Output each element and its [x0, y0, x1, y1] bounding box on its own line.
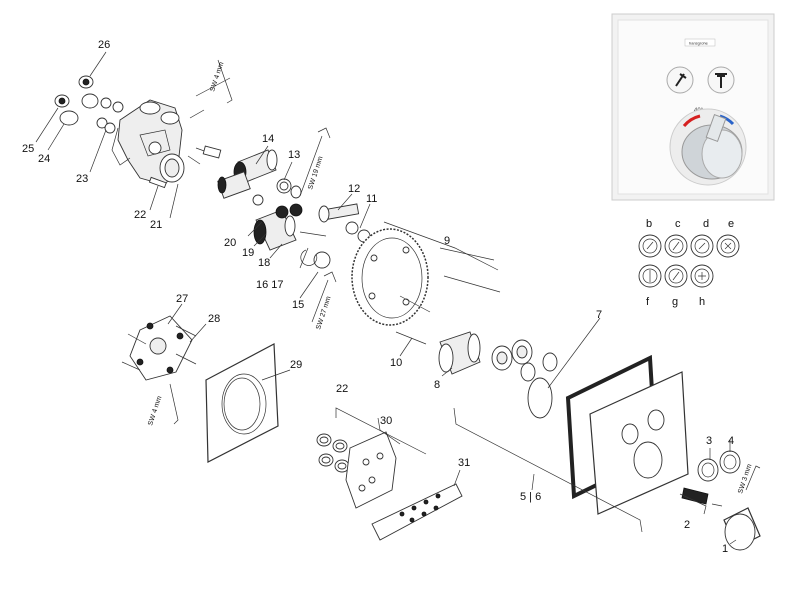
label-20: 20 — [224, 237, 236, 249]
label-10: 10 — [390, 357, 402, 369]
part-28-screw — [175, 353, 197, 365]
button-c-icon — [664, 234, 688, 258]
label-22-top: 22 — [134, 209, 146, 221]
handle-parts: SW 3 mm — [681, 450, 761, 551]
label-e: e — [728, 218, 734, 230]
sleeve-and-rings — [438, 331, 558, 419]
label-12: 12 — [348, 183, 360, 195]
button-d-icon — [690, 234, 714, 258]
label-29: 29 — [290, 359, 302, 371]
label-30: 30 — [380, 415, 392, 427]
label-11: 11 — [366, 193, 377, 205]
button-h-icon — [690, 264, 714, 288]
part-6-glass-plate — [589, 371, 689, 515]
cold-indicator — [719, 114, 735, 126]
part-30-bracket — [345, 431, 397, 509]
label-24: 24 — [38, 153, 50, 165]
part-17-ring — [313, 251, 331, 269]
part-4-button — [719, 450, 741, 474]
label-13: 13 — [288, 149, 300, 161]
part-number-labels: 26 25 24 23 22 21 14 13 12 11 9 20 19 18… — [22, 39, 734, 555]
label-23: 23 — [76, 173, 88, 185]
label-f: f — [646, 296, 650, 308]
rough-in-valve-body: SW 4 mm — [54, 59, 233, 189]
label-25: 25 — [22, 143, 34, 155]
label-26: 26 — [98, 39, 110, 51]
label-2: 2 — [684, 519, 690, 531]
label-27: 27 — [176, 293, 188, 305]
cartridge-group: SW 19 mm SW 27 mm — [217, 127, 371, 331]
button-g-icon — [664, 264, 688, 288]
leader-lines — [35, 51, 737, 545]
label-d: d — [703, 218, 709, 230]
button-f-icon — [638, 264, 662, 288]
label-9: 9 — [444, 235, 450, 247]
label-7: 7 — [596, 309, 602, 321]
part-31-rail — [371, 483, 463, 541]
label-14: 14 — [262, 133, 274, 145]
tool-sw4-left: SW 4 mm — [147, 395, 163, 427]
button-variants: b c d e f g h — [638, 218, 740, 308]
label-h: h — [699, 296, 705, 308]
safety-stop-lever — [705, 114, 727, 142]
part-24 — [59, 110, 79, 126]
part-29-frame — [205, 343, 279, 463]
spacer-group: SW 4 mm — [121, 315, 197, 427]
label-16-17: 16 17 — [256, 279, 284, 291]
label-4: 4 — [728, 435, 734, 447]
part-11-cap — [345, 221, 359, 235]
part-10-screw — [395, 331, 427, 345]
part-3-button — [697, 458, 719, 482]
tool-sw27: SW 27 mm — [315, 295, 332, 330]
square-cover-plate — [565, 354, 689, 515]
label-21: 21 — [150, 219, 162, 231]
label-18: 18 — [258, 257, 270, 269]
label-1: 1 — [722, 543, 728, 555]
hex-key-4mm-icon — [217, 59, 233, 104]
hot-indicator — [682, 114, 701, 128]
part-7-ring — [527, 377, 553, 419]
wrench-27mm-icon — [311, 271, 337, 323]
label-b: b — [646, 218, 652, 230]
button-e-icon — [716, 234, 740, 258]
hex-key-3mm-icon — [745, 465, 761, 491]
brand-logo: hansgrohe — [689, 41, 709, 46]
bracket-group — [316, 431, 463, 541]
round-mounting-plate — [351, 228, 501, 345]
button-b-icon — [638, 234, 662, 258]
wrench-19mm-icon — [299, 127, 331, 197]
label-c: c — [675, 218, 681, 230]
label-3: 3 — [706, 435, 712, 447]
label-15: 15 — [292, 299, 304, 311]
tool-sw19: SW 19 mm — [307, 155, 324, 190]
label-31: 31 — [458, 457, 470, 469]
part-9-plate — [351, 228, 429, 326]
label-5-6: 5 | 6 — [520, 491, 541, 503]
square-frame — [205, 343, 279, 463]
label-22-bottom: 22 — [336, 383, 348, 395]
label-19: 19 — [242, 247, 254, 259]
hex-key-4mm-left-icon — [169, 383, 179, 425]
product-photo: hansgrohe 40° — [611, 13, 775, 201]
label-8: 8 — [434, 379, 440, 391]
label-g: g — [672, 296, 678, 308]
label-28: 28 — [208, 313, 220, 325]
part-2-extension — [681, 487, 709, 505]
